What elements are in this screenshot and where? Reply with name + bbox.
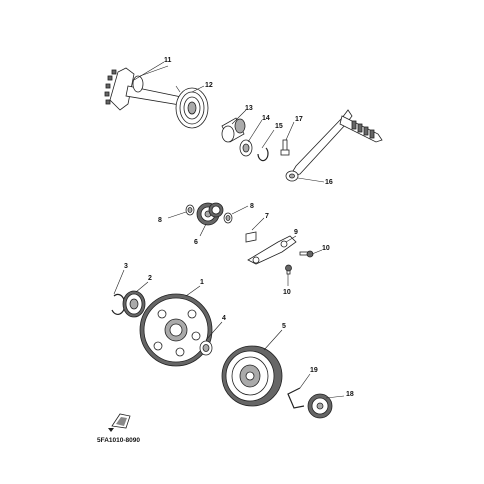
callout-7: 7 [265, 213, 269, 220]
idle-gear-part [196, 202, 224, 226]
callout-10-lower: 10 [283, 289, 291, 296]
bush-part [199, 340, 213, 356]
callout-13: 13 [245, 105, 253, 112]
drive-gear-part [139, 293, 213, 367]
circlip-part [257, 147, 269, 162]
stopper-knob-part [307, 393, 333, 419]
leader-lines [113, 61, 345, 399]
callout-labels: 11 12 13 14 15 17 16 8 6 8 7 9 10 10 3 2… [124, 57, 354, 398]
kick-crank-part [285, 109, 383, 182]
callout-15: 15 [275, 123, 283, 130]
callout-16: 16 [325, 179, 333, 186]
callout-9: 9 [294, 229, 298, 236]
callout-17: 17 [295, 116, 303, 123]
callout-12: 12 [205, 82, 213, 89]
washer-part [239, 139, 253, 157]
front-arrow-icon [108, 413, 131, 432]
callout-6: 6 [194, 239, 198, 246]
callout-4: 4 [222, 315, 226, 322]
screw-lower-part [285, 264, 292, 275]
pin-part [245, 231, 257, 243]
torsion-spring-part [175, 85, 209, 129]
clip-part [287, 387, 305, 409]
diagram-code: 5FA1010-8090 [97, 437, 140, 444]
screw-right-part [299, 250, 314, 258]
callout-2: 2 [148, 275, 152, 282]
callout-19: 19 [310, 367, 318, 374]
callout-3: 3 [124, 263, 128, 270]
callout-18: 18 [346, 391, 354, 398]
callout-8-right: 8 [250, 203, 254, 210]
stopper-plate-part [247, 235, 297, 265]
washer-left-part [185, 204, 195, 216]
bolt-part [280, 139, 290, 156]
starter-clutch-part [221, 345, 283, 407]
bearing-part [122, 290, 146, 318]
callout-10-right: 10 [322, 245, 330, 252]
callout-8-left: 8 [158, 217, 162, 224]
callout-5: 5 [282, 323, 286, 330]
washer-right-part [223, 212, 233, 224]
collar-part [221, 117, 246, 143]
callout-14: 14 [262, 115, 270, 122]
callout-1: 1 [200, 279, 204, 286]
callout-11: 11 [164, 57, 172, 64]
